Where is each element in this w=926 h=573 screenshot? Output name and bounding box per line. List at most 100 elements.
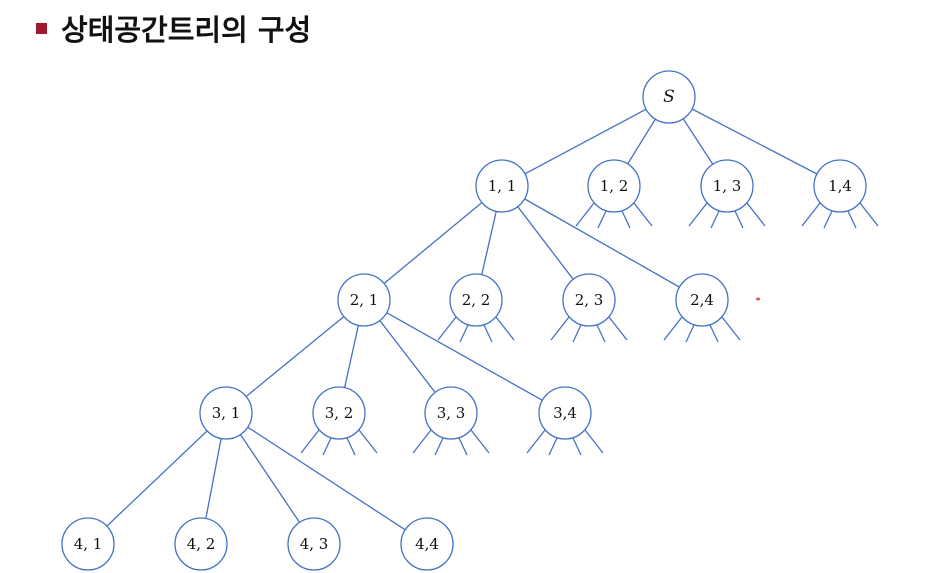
node-level3-2: 3, 2 <box>312 386 366 440</box>
node-label: 4,4 <box>415 535 439 553</box>
node-label: 2, 1 <box>350 291 379 309</box>
branch-stub <box>322 437 332 456</box>
node-circle <box>287 517 341 571</box>
branch-stub <box>459 324 469 343</box>
branch-stub <box>437 316 457 341</box>
node-level1-2: 1, 2 <box>587 159 641 213</box>
node-circle <box>813 159 867 213</box>
node-level1-3: 1, 3 <box>700 159 754 213</box>
node-label: 2, 3 <box>575 291 604 309</box>
node-circle <box>475 159 529 213</box>
node-root: S <box>642 70 696 124</box>
branch-stub <box>734 210 744 229</box>
node-circle <box>312 386 366 440</box>
tree-edge <box>245 315 345 398</box>
node-circle <box>538 386 592 440</box>
node-label: 3, 2 <box>325 404 354 422</box>
unexpanded-branches <box>300 202 879 456</box>
tree-edge <box>524 108 647 175</box>
branch-stub <box>746 202 766 227</box>
branch-stub <box>550 316 570 341</box>
node-circle <box>337 273 391 327</box>
tree-edge <box>386 312 543 401</box>
tree-edge <box>517 206 574 280</box>
node-circle <box>174 517 228 571</box>
branch-stub <box>596 324 606 343</box>
branch-stub <box>597 210 607 229</box>
node-level2-1: 2, 1 <box>337 273 391 327</box>
tree-edge <box>379 320 436 393</box>
tree-edge <box>205 438 222 519</box>
node-level4-3: 4, 3 <box>287 517 341 571</box>
marker: * <box>755 295 761 307</box>
branch-stub <box>412 429 432 454</box>
branch-stub <box>709 324 719 343</box>
node-circle <box>587 159 641 213</box>
node-circle <box>675 273 729 327</box>
branch-stub <box>584 429 604 454</box>
branch-stub <box>688 202 708 227</box>
branch-stub <box>483 324 493 343</box>
tree-edge <box>524 198 680 288</box>
branch-stub <box>621 210 631 229</box>
node-level2-4: 2,4 <box>675 273 729 327</box>
node-label: 4, 1 <box>74 535 103 553</box>
tree-edge <box>239 434 301 523</box>
node-level3-4: 3,4 <box>538 386 592 440</box>
branch-stub <box>633 202 653 227</box>
title-row: 상태공간트리의 구성 <box>36 6 311 50</box>
node-circle <box>449 273 503 327</box>
branch-stub <box>575 202 595 227</box>
node-label: S <box>663 87 675 107</box>
node-circle <box>562 273 616 327</box>
node-level3-1: 3, 1 <box>199 386 253 440</box>
branch-stub <box>526 429 546 454</box>
branch-stub <box>300 429 320 454</box>
branch-stub <box>663 316 683 341</box>
node-circle <box>642 70 696 124</box>
node-level1-1: 1, 1 <box>475 159 529 213</box>
node-circle <box>199 386 253 440</box>
tree-edge <box>691 108 818 175</box>
node-level4-2: 4, 2 <box>174 517 228 571</box>
branch-stub <box>801 202 821 227</box>
bullet-icon <box>36 22 47 34</box>
branch-stub <box>859 202 879 227</box>
tree-edge <box>383 202 483 284</box>
branch-stub <box>470 429 490 454</box>
node-circle <box>424 386 478 440</box>
node-level3-3: 3, 3 <box>424 386 478 440</box>
tree-edges <box>106 108 818 531</box>
branch-stub <box>495 316 515 341</box>
node-level2-2: 2, 2 <box>449 273 503 327</box>
branch-stub <box>847 210 857 229</box>
node-level2-3: 2, 3 <box>562 273 616 327</box>
tree-edge <box>682 118 714 165</box>
node-label: 3, 1 <box>212 404 241 422</box>
branch-stub <box>608 316 628 341</box>
tree-nodes: S 1, 1 1, 2 1, 3 1,4 2, 1 2, 2 2, 3 2,4 3, 1 3, 2 3… <box>61 70 867 571</box>
branch-stub <box>710 210 720 229</box>
node-circle <box>61 517 115 571</box>
node-label: 1, 2 <box>600 177 629 195</box>
branch-stub <box>572 324 582 343</box>
node-label: 3,4 <box>553 404 577 422</box>
node-circle <box>700 159 754 213</box>
node-circle <box>400 517 454 571</box>
node-label: 2, 2 <box>462 291 491 309</box>
node-level1-4: 1,4 <box>813 159 867 213</box>
tree-edge <box>247 426 406 531</box>
branch-stub <box>458 437 468 456</box>
node-label: 4, 3 <box>300 535 329 553</box>
tree-edge <box>106 430 208 527</box>
branch-stub <box>346 437 356 456</box>
tree-edge <box>627 118 656 165</box>
node-label: 1,4 <box>828 177 852 195</box>
node-label: 1, 1 <box>488 177 517 195</box>
branch-stub <box>548 437 558 456</box>
node-level4-4: 4,4 <box>400 517 454 571</box>
node-label: 3, 3 <box>437 404 466 422</box>
tree-edge <box>481 211 497 275</box>
branch-stub <box>358 429 378 454</box>
